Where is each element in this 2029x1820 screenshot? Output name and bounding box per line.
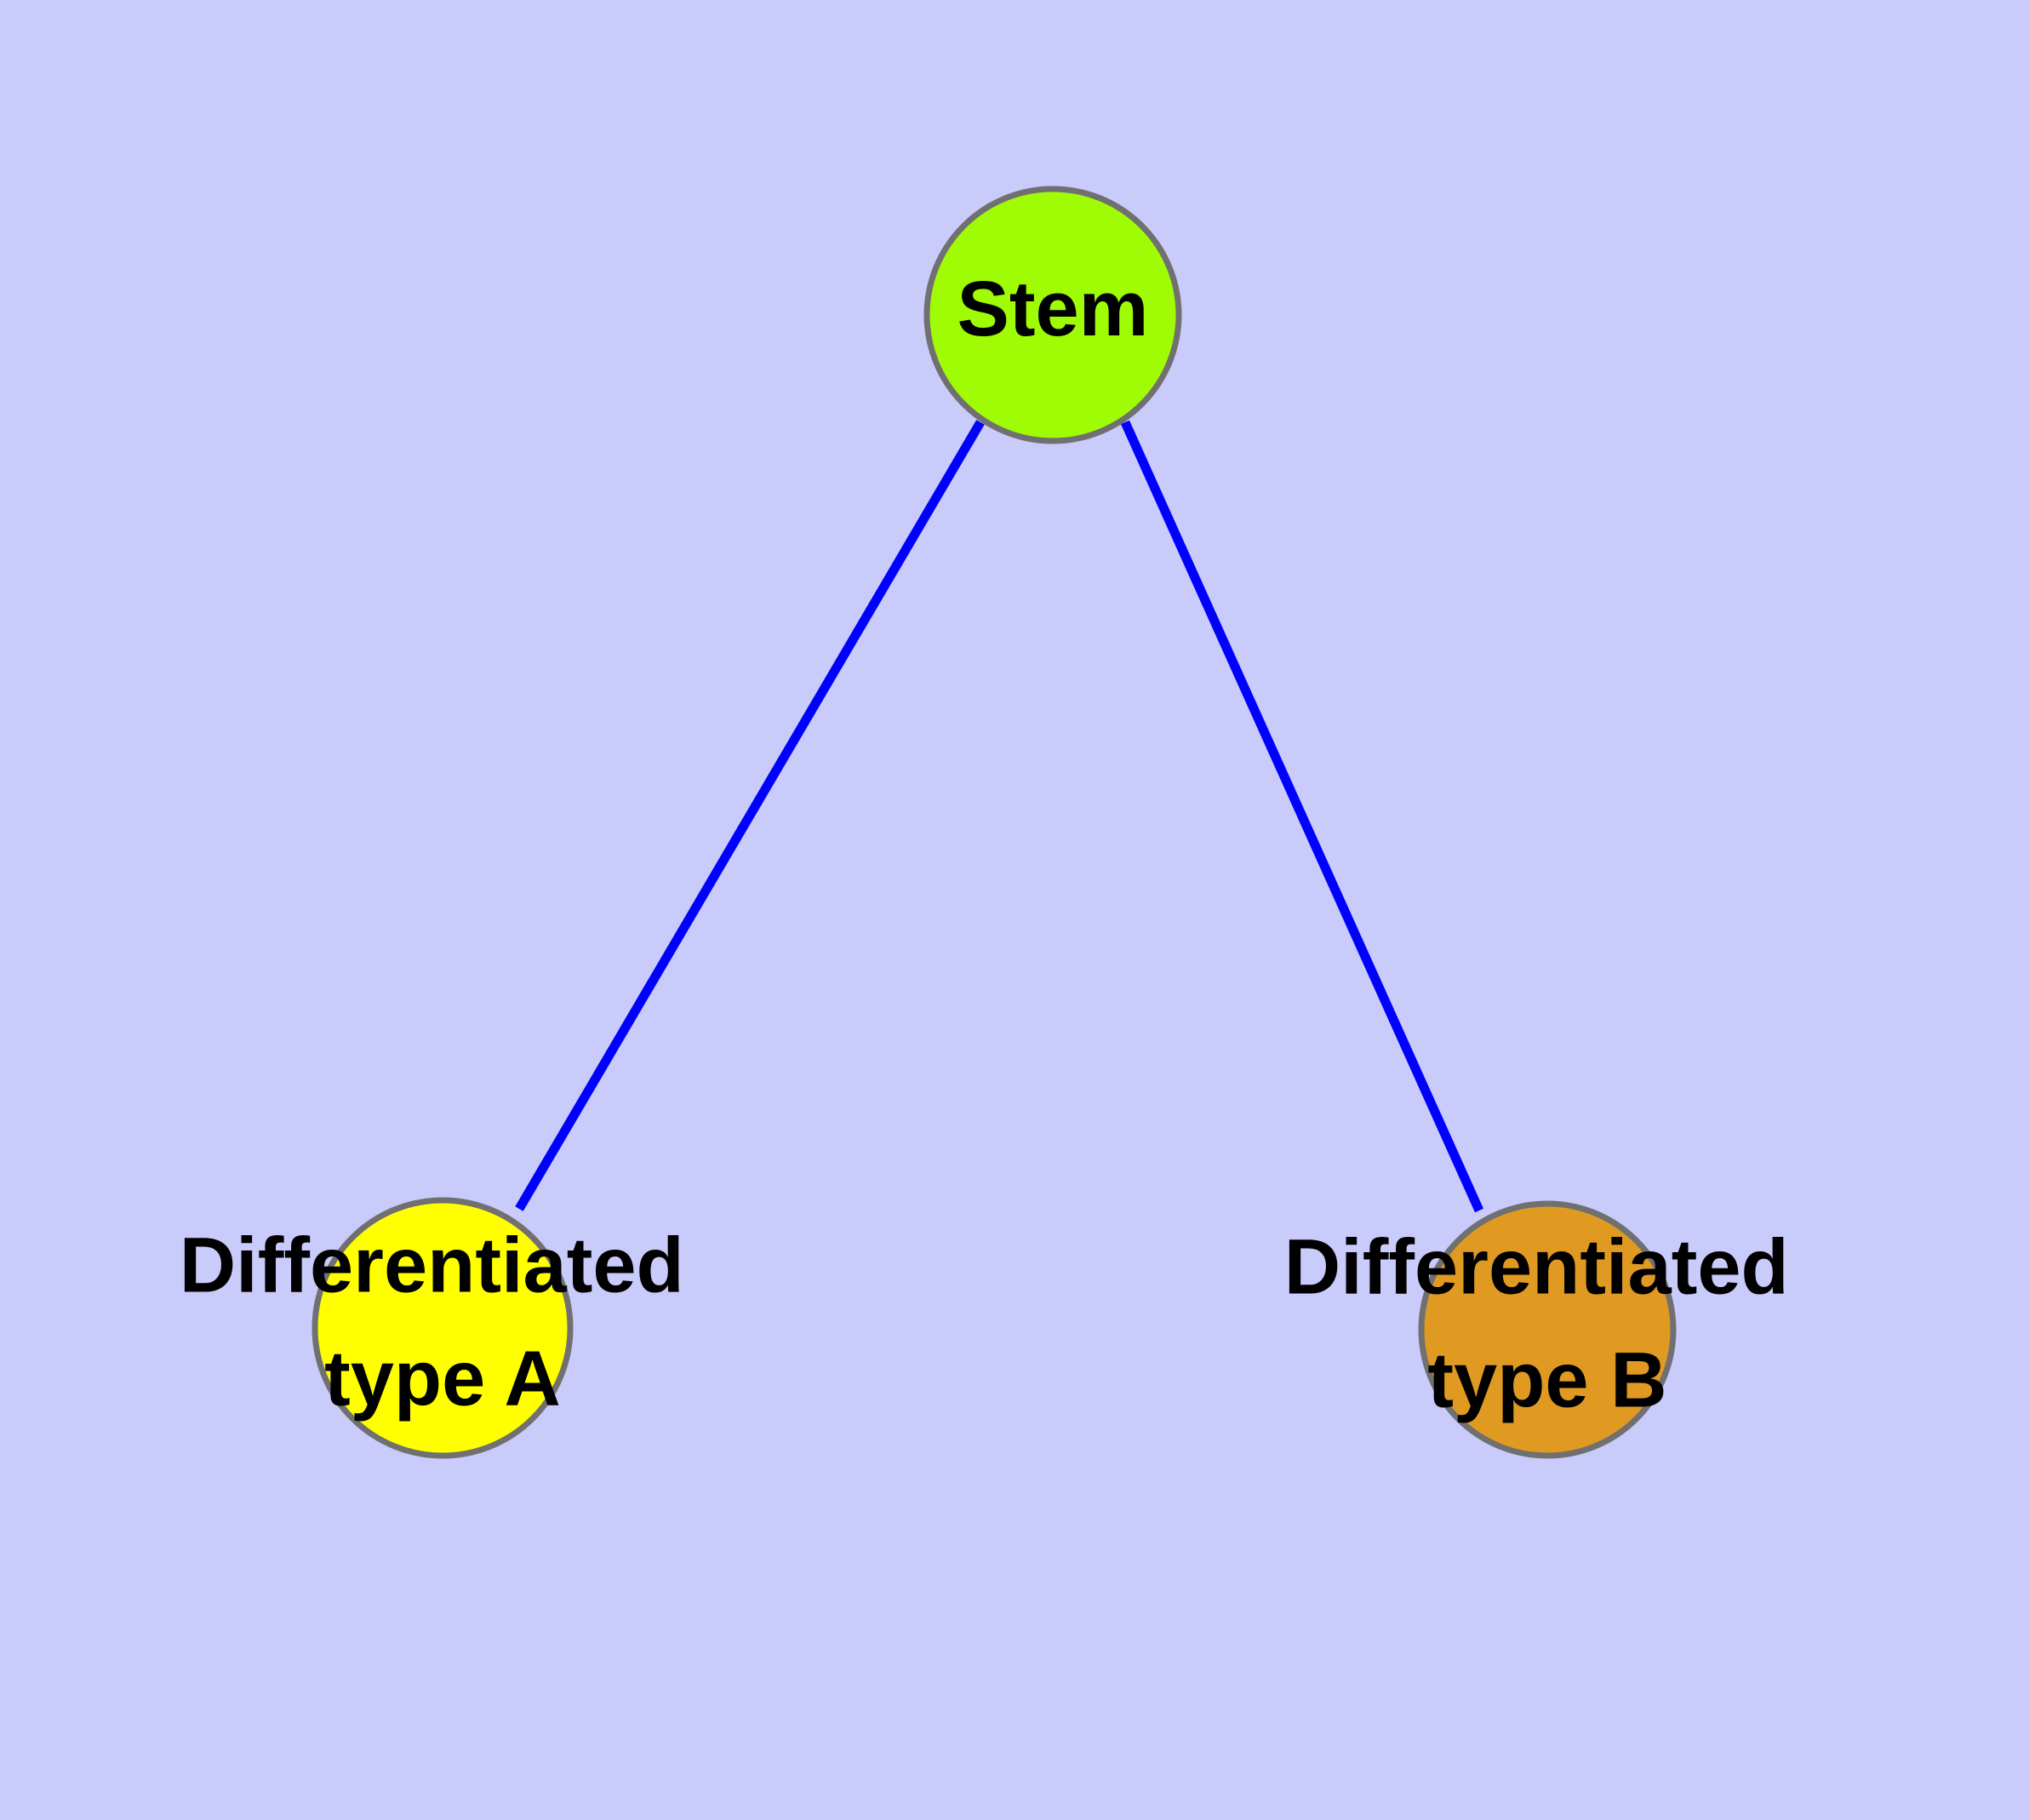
node-differentiated-type-b-label-line2: type B xyxy=(1427,1337,1666,1424)
node-differentiated-type-a-label-line2: type A xyxy=(324,1336,561,1422)
node-differentiated-type-b-circle[interactable] xyxy=(1418,1200,1677,1459)
edges-group xyxy=(515,420,1484,1213)
node-stem-label-line1: Stem xyxy=(957,266,1149,352)
edge-stem-to-differentiated-type-a[interactable] xyxy=(515,420,985,1211)
node-differentiated-type-a-label: Differentiated type A xyxy=(180,1222,706,1422)
node-stem[interactable]: Stem xyxy=(923,186,1182,444)
node-stem-label: Stem xyxy=(957,266,1149,352)
node-stem-circle[interactable] xyxy=(923,186,1182,444)
edge-stem-to-differentiated-type-b[interactable] xyxy=(1120,420,1484,1213)
node-differentiated-type-b-label-line1: Differentiated xyxy=(1284,1224,1789,1311)
node-differentiated-type-a-circle[interactable] xyxy=(311,1197,574,1459)
node-differentiated-type-a-label-line1: Differentiated xyxy=(180,1222,684,1309)
nodes-group: Stem Differentiated type A Differentiate… xyxy=(180,186,1811,1459)
node-differentiated-type-b-label: Differentiated type B xyxy=(1284,1224,1811,1424)
node-differentiated-type-b[interactable]: Differentiated type B xyxy=(1284,1200,1811,1459)
node-differentiated-type-a[interactable]: Differentiated type A xyxy=(180,1197,706,1459)
